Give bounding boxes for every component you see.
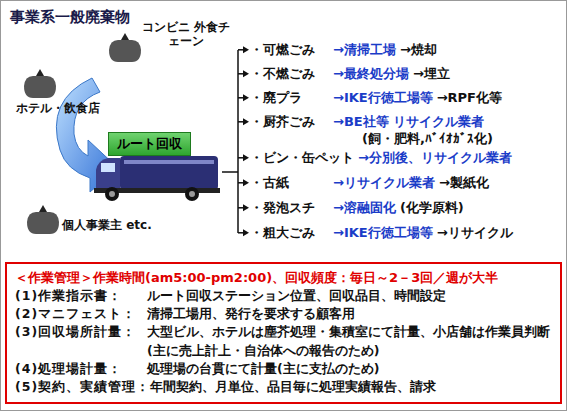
- arrow-head: [243, 94, 249, 101]
- panel-row: (2)マニフェスト：清掃工場用、発行を要求する顧客用: [15, 305, 552, 323]
- truck: [94, 156, 220, 201]
- waste-item: ・厨芥ごみ: [250, 114, 315, 130]
- source-label: 事業系一般廃棄物: [10, 8, 130, 26]
- trash-bag: [27, 205, 59, 234]
- panel-heading: ＜作業管理＞作業時間(am5:00-pm2:00)、回収頻度：毎日～2－3回／週…: [15, 269, 552, 287]
- arrow-head: [243, 204, 249, 211]
- waste-item: →IKE行徳工場等: [333, 90, 433, 106]
- item-term: (2)マニフェスト：: [15, 305, 147, 323]
- bracket: [222, 50, 238, 233]
- panel-row: (5)契約、実績管理：年間契約、月単位、品目毎に処理実績報告、請求: [15, 378, 552, 396]
- arrow-head: [243, 154, 249, 161]
- trash-bag: [24, 69, 56, 98]
- item-description: 処理場の台貫にて計量(主に支払のため): [147, 360, 552, 378]
- waste-item: →溶融固化: [333, 200, 396, 216]
- waste-item: →清掃工場: [333, 42, 396, 58]
- waste-item: →分別後、リサイクル業者: [358, 150, 512, 166]
- panel-row: (3)回収場所計量：大型ビル、ホテルは塵芥処理・集積室にて計量、小店舗は作業員判…: [15, 323, 552, 359]
- item-description: 大型ビル、ホテルは塵芥処理・集積室にて計量、小店舗は作業員判断(主に売上計上・自…: [147, 323, 552, 359]
- item-description: 年間契約、月単位、品目毎に処理実績報告、請求: [150, 378, 552, 396]
- source-label: 個人事業主 etc.: [62, 218, 152, 232]
- route-box: ルート回収: [108, 132, 191, 156]
- item-term: (4)処理場計量：: [15, 360, 147, 378]
- waste-item: →製紙化: [439, 175, 489, 191]
- waste-item: →焼却: [400, 42, 437, 58]
- waste-item: (飼・肥料,ﾊﾞｲｵｶﾞｽ化): [362, 131, 493, 147]
- arrow-head: [243, 229, 249, 236]
- item-term: (1)作業指示書：: [15, 287, 147, 305]
- waste-item: ・廃プラ: [250, 90, 302, 106]
- arrow-head: [243, 179, 249, 186]
- waste-item: ・古紙: [250, 175, 289, 191]
- waste-item: (化学原料): [400, 200, 464, 216]
- item-term: (5)契約、実績管理：: [15, 378, 150, 396]
- panel-row: (1)作業指示書：ルート回収ステーション位置、回収品目、時間設定: [15, 287, 552, 305]
- waste-item: ・可燃ごみ: [250, 42, 315, 58]
- waste-item: →RPF化等: [437, 90, 502, 106]
- waste-item: →リサイクル: [437, 225, 513, 241]
- waste-item: →BE社等 リサイクル業者: [333, 114, 484, 130]
- trash-bag: [109, 33, 141, 62]
- arrow-head: [243, 46, 249, 53]
- source-label: コンビニ 外食チェーン: [140, 20, 232, 49]
- item-description: ルート回収ステーション位置、回収品目、時間設定: [147, 287, 552, 305]
- waste-item: ・ビン・缶ペット: [250, 150, 354, 166]
- arrow-head: [243, 70, 249, 77]
- item-term: (3)回収場所計量：: [15, 323, 147, 359]
- waste-item: →IKE行徳工場等: [333, 225, 433, 241]
- waste-item: ・不燃ごみ: [250, 66, 315, 82]
- management-panel: ＜作業管理＞作業時間(am5:00-pm2:00)、回収頻度：毎日～2－3回／週…: [5, 262, 562, 404]
- panel-row: (4)処理場計量：処理場の台貫にて計量(主に支払のため): [15, 360, 552, 378]
- waste-item: →最終処分場: [333, 66, 409, 82]
- bracket-arrows: [238, 46, 249, 236]
- waste-item: ・発泡スチ: [250, 200, 315, 216]
- waste-item: →埋立: [413, 66, 450, 82]
- waste-item: ・粗大ごみ: [250, 225, 315, 241]
- waste-item: →リサイクル業者: [333, 175, 435, 191]
- arrow-head: [243, 118, 249, 125]
- box-text: ルート回収: [117, 136, 182, 151]
- item-description: 清掃工場用、発行を要求する顧客用: [147, 305, 552, 323]
- source-label: ホテル・飲食店: [16, 101, 100, 115]
